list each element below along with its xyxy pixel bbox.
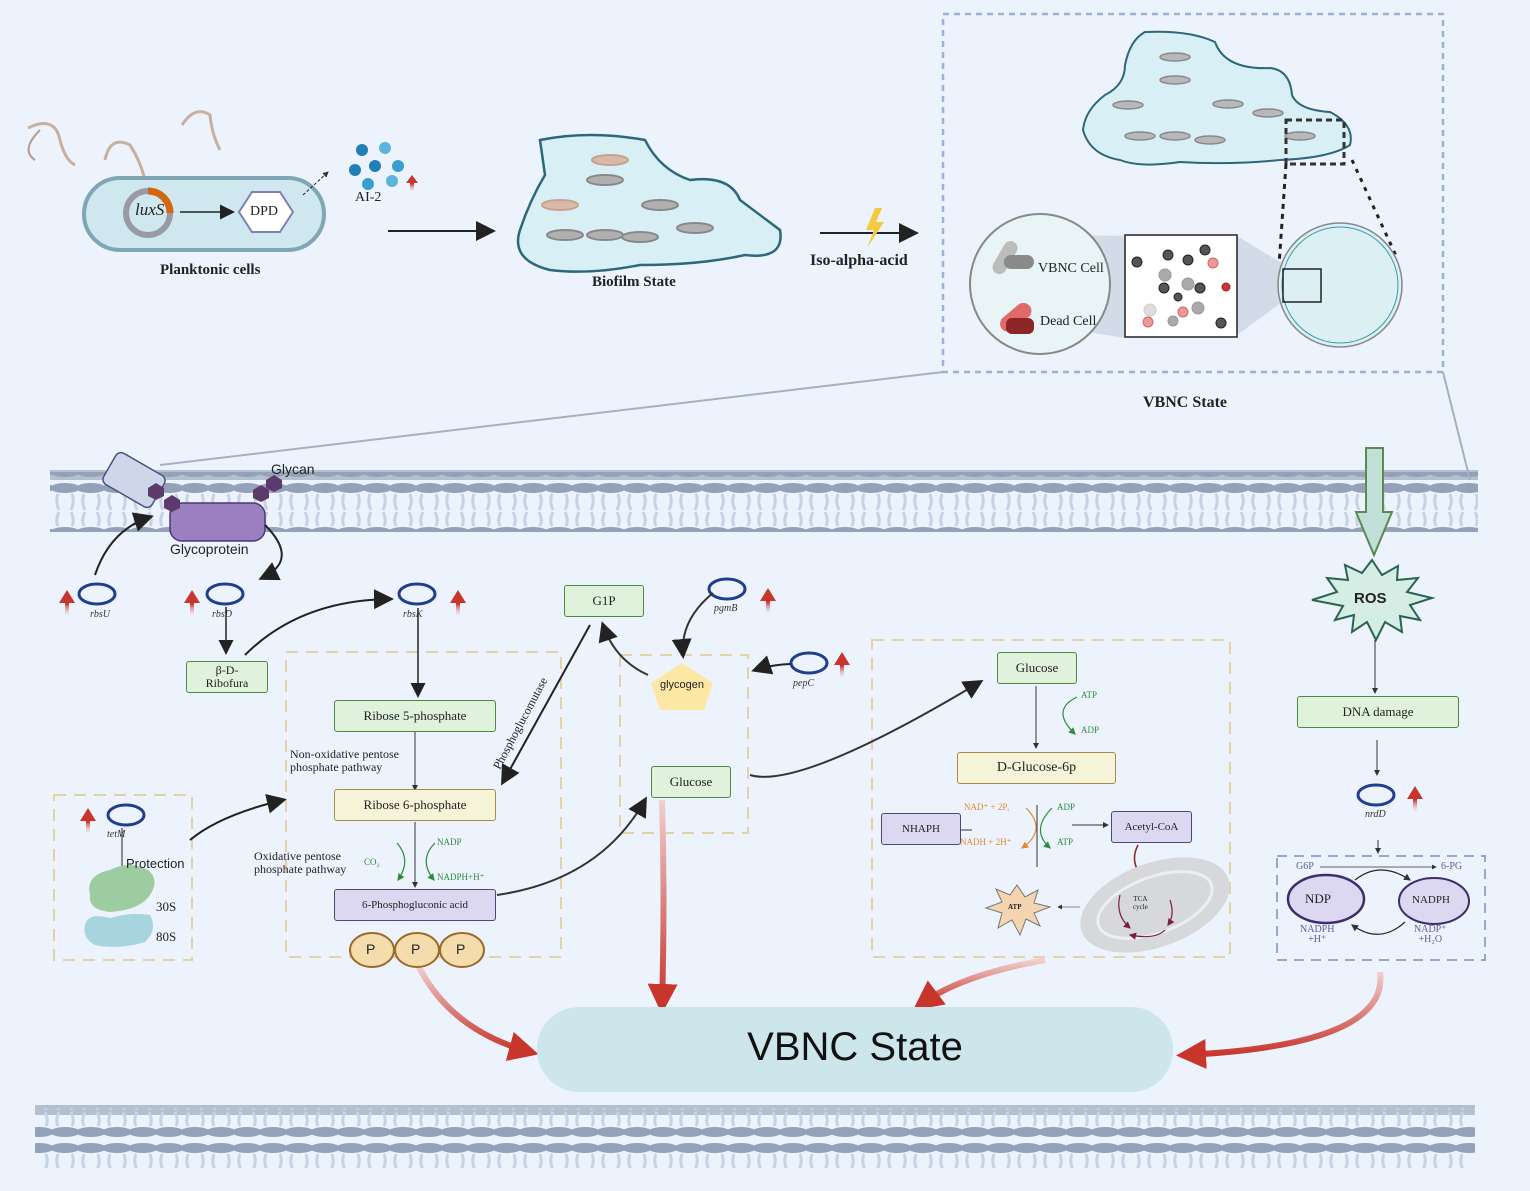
g6p-label: G6P [1296, 861, 1314, 872]
nhaph-box: NHAPH [881, 813, 961, 845]
ribosome-80s [84, 914, 154, 947]
tca-cycle-label: TCA cycle [1133, 895, 1148, 911]
phosphate-p3: P [456, 941, 466, 957]
ribose-6-phosphate-box: Ribose 6-phosphate [334, 789, 496, 821]
atp-burst-label: ATP [1008, 903, 1022, 911]
gene-rbsK: rbsK [403, 609, 423, 620]
phosphate-circles [349, 932, 485, 968]
nadp-label: NADP [437, 837, 462, 847]
g1p-box: G1P [564, 585, 644, 617]
mitochondrion [1080, 857, 1230, 953]
acetyl-coa-box: Acetyl-CoA [1111, 811, 1192, 843]
ros-label: ROS [1354, 590, 1387, 607]
protection-label: Protection [126, 856, 185, 871]
nadh-label: NADH + 2H⁺ [960, 837, 1012, 847]
glycogen-shape [651, 663, 713, 710]
6-phosphogluconic-acid-box: 6-Phosphogluconic acid [334, 889, 496, 921]
legend-vbnc-cell: VBNC Cell [1038, 261, 1104, 276]
lightning-icon [866, 208, 884, 248]
ribosome-30s [89, 865, 155, 912]
biofilm-label: Biofilm State [592, 274, 676, 290]
glycoprotein-label: Glycoprotein [170, 541, 249, 557]
ribosome-80s-label: 80S [156, 929, 177, 944]
ribosome-box [53, 794, 193, 961]
planktonic-cell-illustration [27, 110, 329, 252]
ribose-5-phosphate-box: Ribose 5-phosphate [334, 700, 496, 732]
atp-in-label: ATP [1081, 690, 1098, 700]
glycoprotein-shape [169, 502, 266, 542]
upregulation-arrows [59, 175, 1423, 833]
gene-pepC: pepC [793, 678, 815, 689]
nadph-label: NADPH+H⁺ [437, 872, 485, 882]
adp-out-label: ADP [1081, 725, 1100, 735]
vbnc-state-pill [537, 1007, 1173, 1092]
planktonic-label: Planktonic cells [160, 262, 261, 278]
iso-alpha-acid-label: Iso-alpha-acid [810, 252, 908, 269]
phosphate-p1: P [366, 941, 376, 957]
vbnc-state-label: VBNC State [747, 1025, 963, 1069]
ai2-label: AI-2 [355, 190, 382, 205]
upper-membrane [50, 470, 1478, 532]
glucose-box-2: Glucose [997, 652, 1077, 684]
ribosome-30s-label: 30S [156, 899, 177, 914]
gene-pgmB: pgmB [714, 603, 738, 614]
phosphate-p2: P [411, 941, 421, 957]
beta-d-ribofura-box: β-D- Ribofura [186, 661, 268, 693]
ai2-molecules [349, 142, 404, 190]
atp-label: ATP [1057, 837, 1074, 847]
ndp-label: NDP [1305, 891, 1332, 906]
dpd-label: DPD [250, 204, 279, 219]
6pg-label: 6-PG [1441, 861, 1463, 872]
atp-burst-shape [984, 884, 1052, 937]
nadp-h2o-label: NADP⁺ +H₂O [1414, 924, 1447, 945]
adp-label: ADP [1057, 802, 1076, 812]
oxidative-label: Oxidative pentose phosphate pathway [254, 849, 347, 876]
microscope-cells [1131, 244, 1231, 329]
glycolysis-box [871, 639, 1231, 958]
dead-cell-icon [1000, 302, 1034, 334]
gene-rbsU: rbsU [90, 609, 111, 620]
vbnc-cell-icon [992, 241, 1034, 275]
lower-membrane [35, 1105, 1475, 1168]
nadph-box [1276, 855, 1486, 961]
petri-dish [1277, 222, 1403, 348]
gene-rbsD: rbsD [212, 609, 233, 620]
plasmid-icons [77, 577, 1396, 827]
luxs-gene-label: luxS [135, 200, 165, 219]
vbnc-panel-title: VBNC State [1143, 394, 1227, 411]
gene-nrdD: nrdD [1365, 809, 1386, 820]
ros-down-arrow [1354, 447, 1394, 558]
nad-label: NAD⁺ + 2Pᵢ [964, 802, 1009, 812]
glucose-box-1: Glucose [651, 766, 731, 798]
dna-damage-box: DNA damage [1297, 696, 1459, 728]
nadph-circle-label: NADPH [1412, 894, 1450, 906]
glycogen-label: glycogen [660, 679, 705, 691]
d-glucose-6p-box: D-Glucose-6p [957, 752, 1116, 784]
glycan-label: Glycan [271, 461, 315, 477]
gene-tetM: tetM [107, 829, 126, 840]
co2-label: CO₂ [364, 857, 380, 867]
nadph-h-label: NADPH +H⁺ [1300, 924, 1335, 945]
legend-dead-cell: Dead Cell [1040, 314, 1097, 329]
non-oxidative-label: Non-oxidative pentose phosphate pathway [290, 747, 399, 774]
ros-burst-shape [1311, 558, 1436, 643]
